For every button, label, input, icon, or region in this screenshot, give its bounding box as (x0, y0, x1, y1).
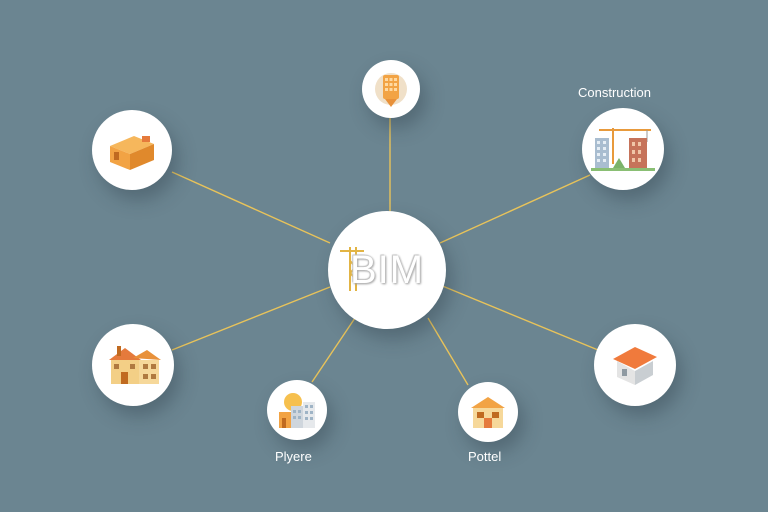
connector-bottom-right (427, 317, 469, 386)
house-icon (109, 346, 161, 384)
connector-top-right (439, 174, 591, 244)
connector-left (171, 286, 331, 351)
node-bottom-left[interactable] (267, 380, 327, 440)
box-building-icon (110, 136, 154, 170)
node-left[interactable] (92, 324, 174, 406)
node-top-left[interactable] (92, 110, 172, 190)
roof-house-icon (613, 347, 657, 385)
construction-site-icon (591, 128, 655, 171)
bim-hub-node[interactable]: BIM (328, 211, 446, 329)
crane-icon (340, 247, 364, 291)
portel-label: Pottel (468, 449, 502, 464)
city-buildings-icon (279, 393, 315, 428)
tower-building-icon (375, 73, 407, 107)
small-house-icon (471, 397, 505, 428)
construction-label: Construction (578, 85, 651, 100)
node-right[interactable] (594, 324, 676, 406)
hub-label: BIM (349, 247, 425, 292)
node-bottom-right[interactable] (458, 382, 518, 442)
connector-right (439, 284, 599, 351)
player-label: Plyere (275, 449, 312, 464)
node-top-right[interactable] (582, 108, 664, 190)
node-top[interactable] (362, 60, 420, 118)
connector-top-left (171, 171, 331, 244)
connector-bottom-left (311, 317, 356, 383)
